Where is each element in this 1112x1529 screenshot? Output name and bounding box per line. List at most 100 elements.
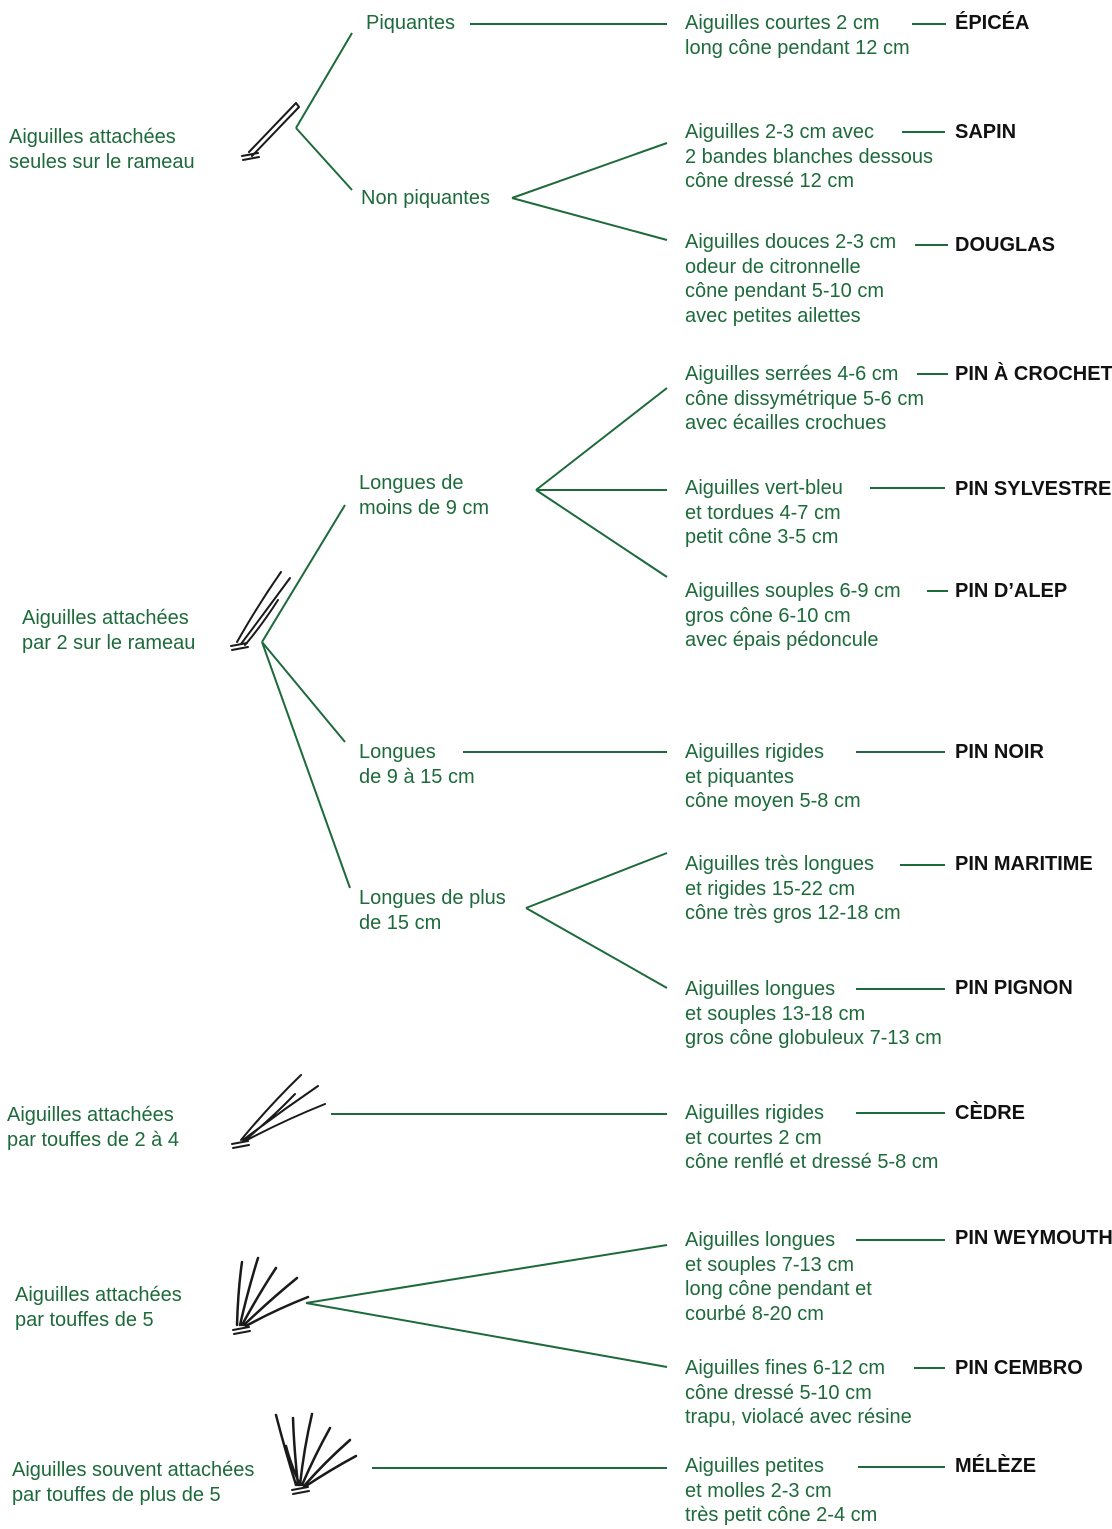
species-description-line: cône moyen 5-8 cm	[685, 790, 861, 812]
species-description-line: courbé 8-20 cm	[685, 1302, 824, 1325]
species-description-line: Aiguilles fines 6-12 cm	[685, 1357, 886, 1379]
branch-label-9a15-line: Longues	[359, 741, 436, 763]
needle-pair-icon	[236, 571, 291, 646]
species-description-line: trapu, violacé avec résine	[685, 1406, 912, 1428]
connector-line	[261, 641, 351, 889]
species-description-line: cône renflé et dressé 5-8 cm	[685, 1151, 939, 1173]
species-description-line: Aiguilles douces 2-3 cm	[685, 231, 897, 253]
needle-tuft-five-icon	[235, 1256, 310, 1328]
branch-label-plus15-line: de 15 cm	[359, 911, 442, 934]
species-description-line: Aiguilles rigides	[685, 741, 824, 763]
species-description-line: cône pendant 5-10 cm	[685, 280, 885, 302]
branch-label-piquantes-line: Piquantes	[366, 12, 455, 34]
branch-label-moins9-line: Longues de	[359, 472, 464, 494]
species-description-line: Aiguilles 2-3 cm avec	[685, 121, 874, 143]
connector-line	[511, 197, 668, 241]
species-description-line: avec petites ailettes	[685, 304, 861, 327]
species-name: PIN SYLVESTRE	[955, 478, 1112, 500]
connector-line	[261, 504, 346, 643]
species-description-line: cône très gros 12-18 cm	[685, 902, 901, 924]
single-needle-icon	[241, 152, 260, 161]
species-description-line: Aiguilles souples 6-9 cm	[685, 580, 901, 602]
group-label-seules-line: seules sur le rameau	[9, 150, 195, 173]
species-description-line: Aiguilles longues	[685, 978, 836, 1000]
species-description-line: et tordues 4-7 cm	[685, 501, 841, 524]
species-description-line: Aiguilles rigides	[685, 1102, 824, 1124]
species-name: ÉPICÉA	[955, 12, 1030, 34]
branch-label-piquantes: Piquantes	[366, 11, 455, 36]
group-label-touffes5plus-line: par touffes de plus de 5	[12, 1483, 221, 1506]
connector-line	[525, 852, 668, 909]
connector-line	[305, 1302, 668, 1368]
species-name: PIN WEYMOUTH	[955, 1227, 1112, 1249]
group-label-touffes5plus-line: Aiguilles souvent attachées	[12, 1459, 255, 1481]
species-name: PIN PIGNON	[955, 977, 1073, 999]
species-description-line: petit cône 3-5 cm	[685, 526, 839, 548]
species-description-line: Aiguilles petites	[685, 1455, 824, 1477]
branch-label-non_piquantes: Non piquantes	[361, 186, 490, 211]
species-description-line: long cône pendant et	[685, 1278, 872, 1300]
group-label-touffes24-line: par touffes de 2 à 4	[7, 1128, 179, 1151]
group-label-touffes24-line: Aiguilles attachées	[7, 1104, 174, 1126]
group-label-par2-line: Aiguilles attachées	[22, 607, 189, 629]
species-description-line: avec écailles crochues	[685, 412, 887, 434]
species-name: SAPIN	[955, 121, 1017, 143]
species-description-line: et souples 7-13 cm	[685, 1253, 854, 1276]
connector-line	[535, 489, 668, 578]
species-description-line: cône dressé 12 cm	[685, 170, 854, 192]
species-description-line: et souples 13-18 cm	[685, 1002, 866, 1025]
species-name: PIN CEMBRO	[955, 1357, 1083, 1379]
connector-line	[305, 1244, 668, 1304]
species-description-line: cône dressé 5-10 cm	[685, 1381, 872, 1404]
species-description-line: et rigides 15-22 cm	[685, 877, 856, 900]
group-label-touffes5-line: par touffes de 5	[15, 1308, 154, 1331]
species-name: PIN MARITIME	[955, 853, 1093, 875]
connector-line	[535, 387, 668, 491]
species-name: PIN D’ALEP	[955, 580, 1068, 602]
species-description-line: 2 bandes blanches dessous	[685, 145, 933, 168]
species-name: CÈDRE	[955, 1102, 1026, 1124]
single-needle-icon	[248, 102, 300, 157]
species-description-line: Aiguilles longues	[685, 1229, 836, 1251]
species-description-line: Aiguilles courtes 2 cm	[685, 12, 880, 34]
needle-tuft-many-icon	[291, 1486, 310, 1495]
branch-label-9a15-line: de 9 à 15 cm	[359, 765, 475, 788]
branch-label-moins9-line: moins de 9 cm	[359, 496, 490, 519]
needle-tuft-small-icon	[240, 1074, 326, 1142]
connector-line	[525, 907, 668, 989]
species-name: DOUGLAS	[955, 234, 1055, 256]
species-description-line: et molles 2-3 cm	[685, 1479, 832, 1502]
species-description-line: gros cône globuleux 7-13 cm	[685, 1027, 942, 1049]
species-description-line: long cône pendant 12 cm	[685, 36, 910, 59]
species-name: PIN NOIR	[955, 741, 1044, 763]
connector-line	[295, 127, 353, 191]
needle-tuft-small-icon	[231, 1140, 250, 1149]
species-description-line: Aiguilles vert-bleu	[685, 477, 843, 499]
needle-tuft-many-icon	[274, 1412, 358, 1488]
species-description-line: et courtes 2 cm	[685, 1126, 822, 1149]
species-description-line: Aiguilles très longues	[685, 853, 874, 875]
species-description-line: cône dissymétrique 5-6 cm	[685, 387, 924, 410]
species-description-line: et piquantes	[685, 765, 794, 788]
